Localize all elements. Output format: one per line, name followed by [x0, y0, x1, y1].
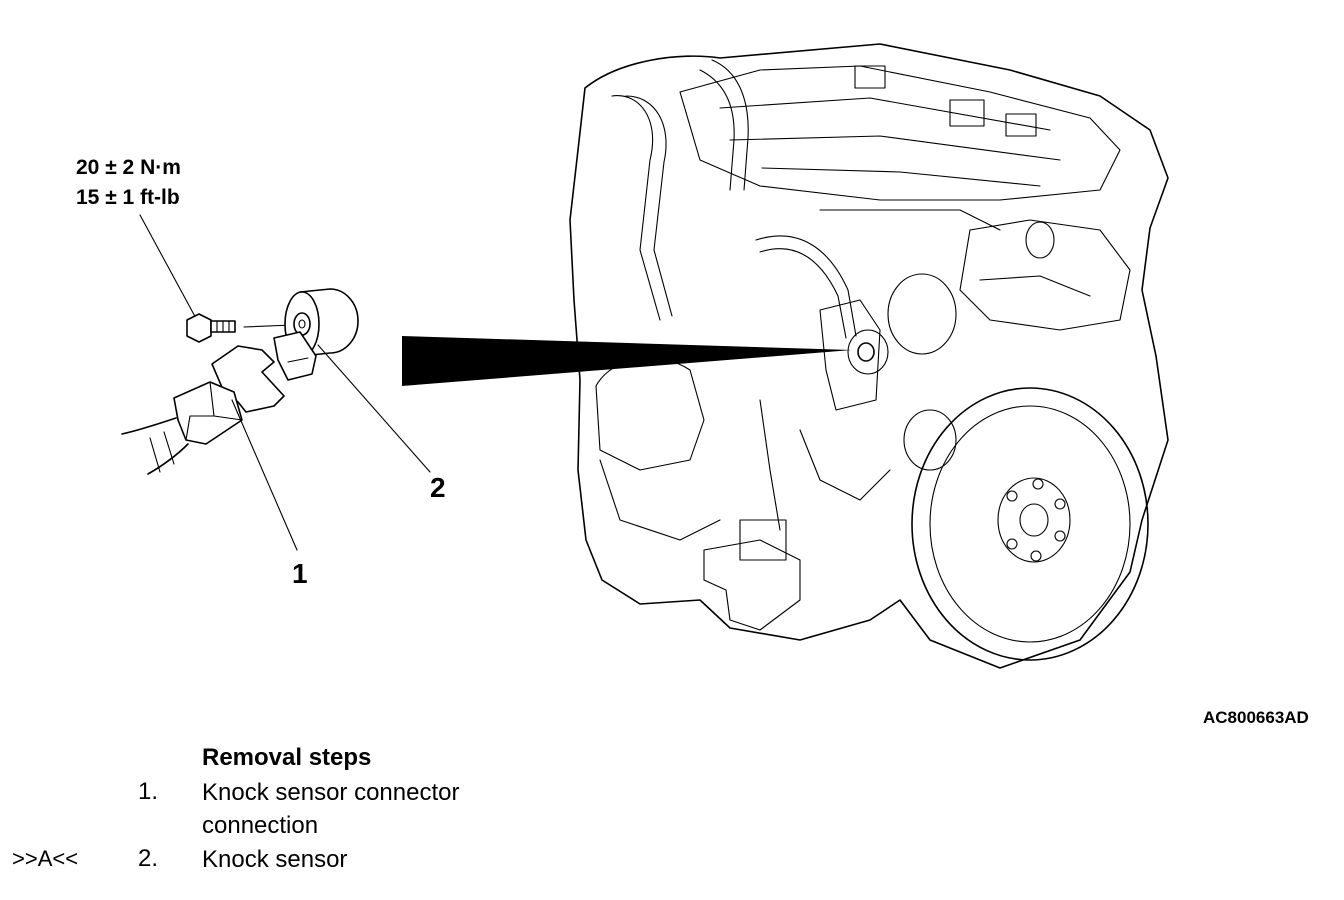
step-2-text: Knock sensor: [202, 846, 348, 873]
callout-sensor: 2: [430, 472, 446, 503]
step-1-line-1: Knock sensor connector: [202, 779, 460, 806]
callout-connector: 1: [292, 558, 308, 589]
connector-leader-line: [231, 399, 298, 551]
removal-steps-title: Removal steps: [202, 744, 372, 771]
torque-imperial: 15 ± 1 ft-lb: [76, 186, 180, 209]
sensor-leader-line: [317, 344, 431, 473]
torque-leader-line: [139, 214, 199, 323]
step-2-number: 2.: [138, 845, 159, 872]
sensor-bolt: [186, 313, 236, 343]
figure-code: AC800663AD: [1203, 708, 1309, 727]
bolt-axis-line: [243, 324, 293, 328]
engine-block: [569, 43, 1169, 669]
torque-metric: 20 ± 2 N·m: [76, 156, 181, 179]
location-pointer: [402, 336, 852, 386]
step-1-number: 1.: [138, 778, 159, 805]
step-1-text: Knock sensor connector connection: [202, 776, 459, 842]
sensor-connector: [121, 345, 285, 475]
step-1-line-2: connection: [202, 812, 319, 839]
step-2-reference: >>A<<: [12, 846, 79, 871]
knock-sensor: [273, 288, 359, 381]
